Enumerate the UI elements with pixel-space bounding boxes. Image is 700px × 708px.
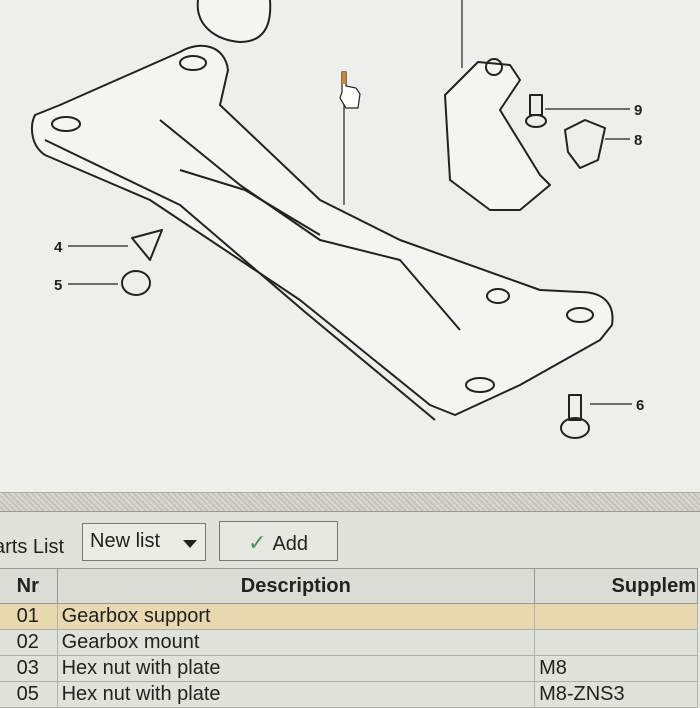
table-row[interactable]: 01 Gearbox support — [0, 603, 698, 630]
add-button[interactable]: ✓Add — [219, 521, 338, 561]
parts-list-select[interactable]: New list — [82, 523, 206, 561]
hand-cursor-icon — [339, 71, 361, 109]
panel-splitter[interactable] — [0, 492, 700, 512]
exploded-view-drawing: 4 5 6 8 9 — [31, 0, 644, 439]
callout-5[interactable]: 5 — [54, 277, 62, 294]
cell-nr: 03 — [0, 655, 58, 682]
cell-description: Hex nut with plate — [56, 655, 536, 682]
callout-8[interactable]: 8 — [634, 132, 642, 149]
cell-supplement: M8 — [534, 655, 698, 682]
table-row[interactable]: 02 Gearbox mount — [0, 629, 698, 656]
parts-table: Nr Description Supplem 01 Gearbox suppor… — [0, 568, 698, 708]
cell-description: Gearbox support — [56, 603, 536, 630]
cell-nr: 01 — [0, 603, 58, 630]
callout-6[interactable]: 6 — [636, 397, 644, 414]
column-header-description[interactable]: Description — [56, 568, 536, 604]
callout-9[interactable]: 9 — [634, 102, 642, 119]
column-header-nr[interactable]: Nr — [0, 568, 58, 604]
check-icon: ✓ — [248, 530, 267, 555]
add-label: Add — [272, 533, 309, 555]
cell-supplement: M8-ZNS3 — [534, 681, 698, 708]
cell-supplement — [534, 603, 698, 630]
table-row[interactable]: 03 Hex nut with plate M8 — [0, 655, 698, 682]
cell-nr: 02 — [0, 629, 58, 656]
callout-4[interactable]: 4 — [54, 239, 63, 256]
cell-nr: 05 — [0, 681, 58, 708]
list-select-value: New list — [90, 530, 161, 552]
dropdown-arrow-icon — [183, 540, 197, 548]
column-header-supplement[interactable]: Supplem — [534, 568, 698, 604]
table-row[interactable]: 05 Hex nut with plate M8-ZNS3 — [0, 681, 698, 708]
cell-description: Hex nut with plate — [56, 681, 536, 708]
table-header-row: Nr Description Supplem — [0, 568, 698, 604]
parts-list-label: arts List — [0, 536, 65, 558]
parts-diagram[interactable]: 4 5 6 8 9 — [0, 0, 700, 492]
cell-description: Gearbox mount — [56, 629, 536, 656]
cell-supplement — [534, 629, 698, 656]
